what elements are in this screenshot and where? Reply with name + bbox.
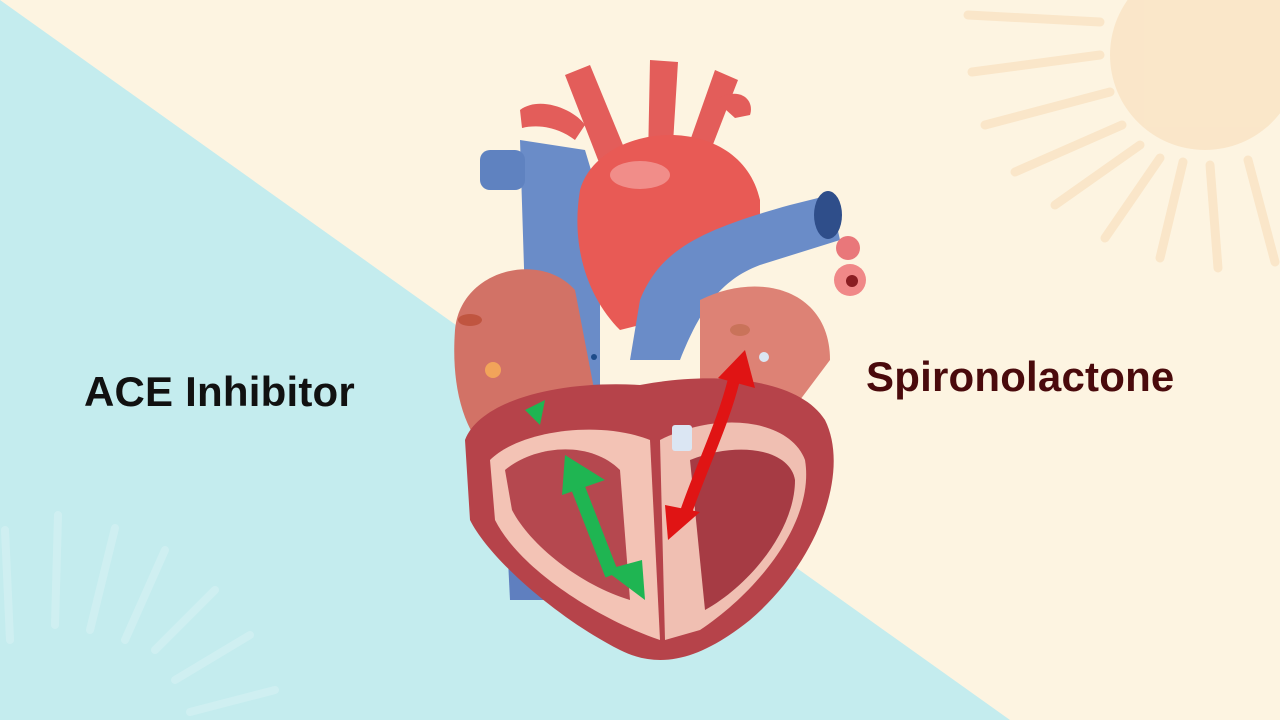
sun-icon bbox=[1, 511, 279, 716]
ace-inhibitor-label: ACE Inhibitor bbox=[84, 368, 355, 415]
sun-icon bbox=[963, 0, 1280, 273]
double-arrow-icon bbox=[665, 350, 755, 540]
double-arrow-icon bbox=[525, 400, 645, 600]
spironolactone-label: Spironolactone bbox=[866, 353, 1175, 400]
pulmonary-artery bbox=[630, 195, 840, 360]
